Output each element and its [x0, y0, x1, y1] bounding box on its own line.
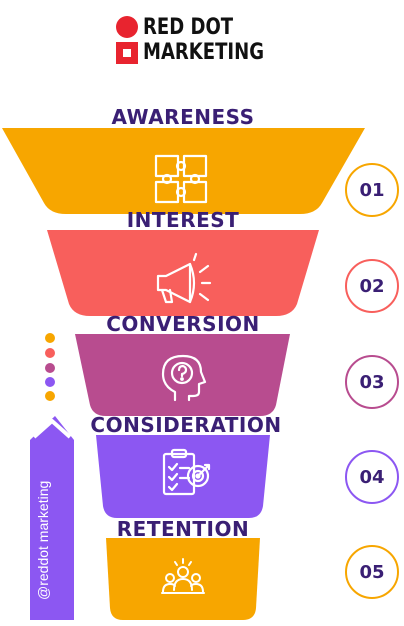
decor-dot [45, 391, 55, 401]
decor-dot [45, 363, 55, 373]
stage-number-02: 02 [345, 259, 399, 313]
team-icon [161, 558, 205, 594]
stage-number-01: 01 [345, 163, 399, 217]
stage-number-05: 05 [345, 545, 399, 599]
puzzle-icon [154, 154, 208, 204]
funnel-layer-consideration [96, 435, 270, 518]
clipboard-target-icon [162, 448, 211, 496]
decor-dot [45, 348, 55, 358]
stage-title-conversion: CONVERSION [106, 312, 260, 336]
logo-line1: RED DOT [143, 15, 234, 40]
decor-dot [45, 333, 55, 343]
chevron-up-icon [32, 419, 72, 439]
stage-title-retention: RETENTION [116, 517, 250, 541]
megaphone-icon [156, 252, 212, 304]
funnel-layer-interest [47, 230, 319, 316]
stage-title-consideration: CONSIDERATION [90, 413, 282, 437]
stage-title-awareness: AWARENESS [111, 105, 255, 129]
social-handle: @reddot marketing [35, 480, 51, 600]
stage-title-interest: INTEREST [126, 208, 240, 232]
logo-line2: MARKETING [143, 40, 265, 65]
stage-number-03: 03 [345, 355, 399, 409]
sidebar-arrow-bar [30, 416, 74, 620]
decor-dot [45, 377, 55, 387]
logo-square-icon [116, 42, 138, 64]
logo-dot-icon [116, 16, 138, 38]
stage-number-04: 04 [345, 450, 399, 504]
head-question-icon [161, 354, 207, 402]
